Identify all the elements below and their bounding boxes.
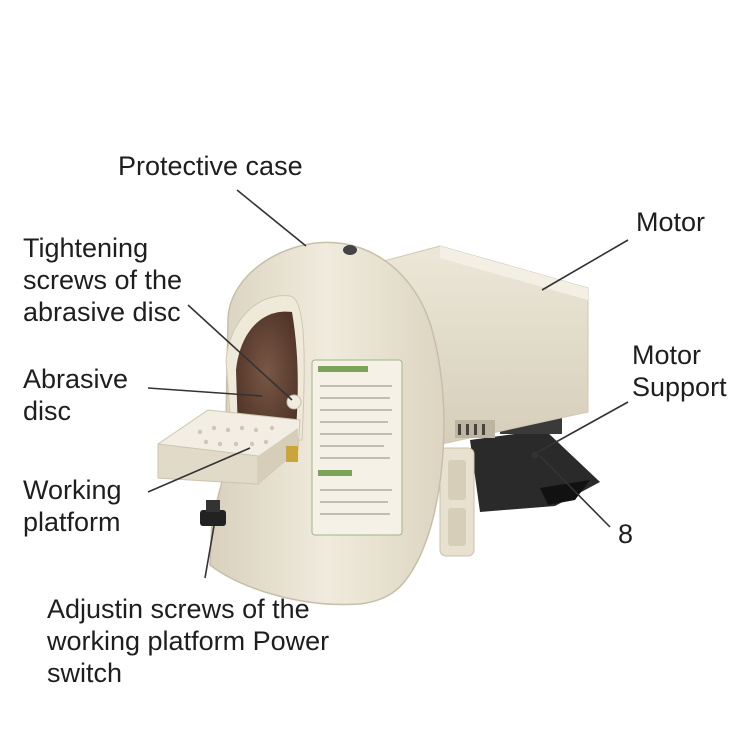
label-protective-case: Protective case — [118, 151, 303, 181]
leader-lines — [147, 189, 629, 579]
leader-number-8 — [539, 455, 611, 528]
label-motor-support: Motor Support — [632, 340, 727, 402]
label-working-platform: Working platform — [23, 475, 122, 537]
instruction-panel — [311, 359, 403, 536]
disc-opening — [225, 295, 305, 441]
leader-adjusting-screws — [204, 525, 215, 579]
label-motor: Motor — [636, 207, 706, 237]
leader-motor-support — [537, 401, 629, 453]
label-abrasive-disc: Abrasive disc — [23, 364, 129, 426]
leader-motor — [541, 239, 629, 291]
leader-abrasive-disc — [147, 387, 263, 397]
leader-protective-case — [236, 189, 307, 247]
working-platform-graphic — [157, 409, 301, 485]
label-number-8: 8 — [618, 519, 634, 549]
hinge-block — [439, 447, 475, 557]
leader-working-platform — [147, 447, 251, 493]
adjusting-screw-knob — [200, 500, 226, 526]
abrasive-disc-graphic — [236, 311, 298, 432]
label-adjusting-screws: Adjustin screws of the working platform … — [47, 594, 330, 688]
leader-tightening-screws — [187, 304, 293, 401]
label-tightening-screws: Tightening screws of the abrasive disc — [23, 233, 183, 327]
